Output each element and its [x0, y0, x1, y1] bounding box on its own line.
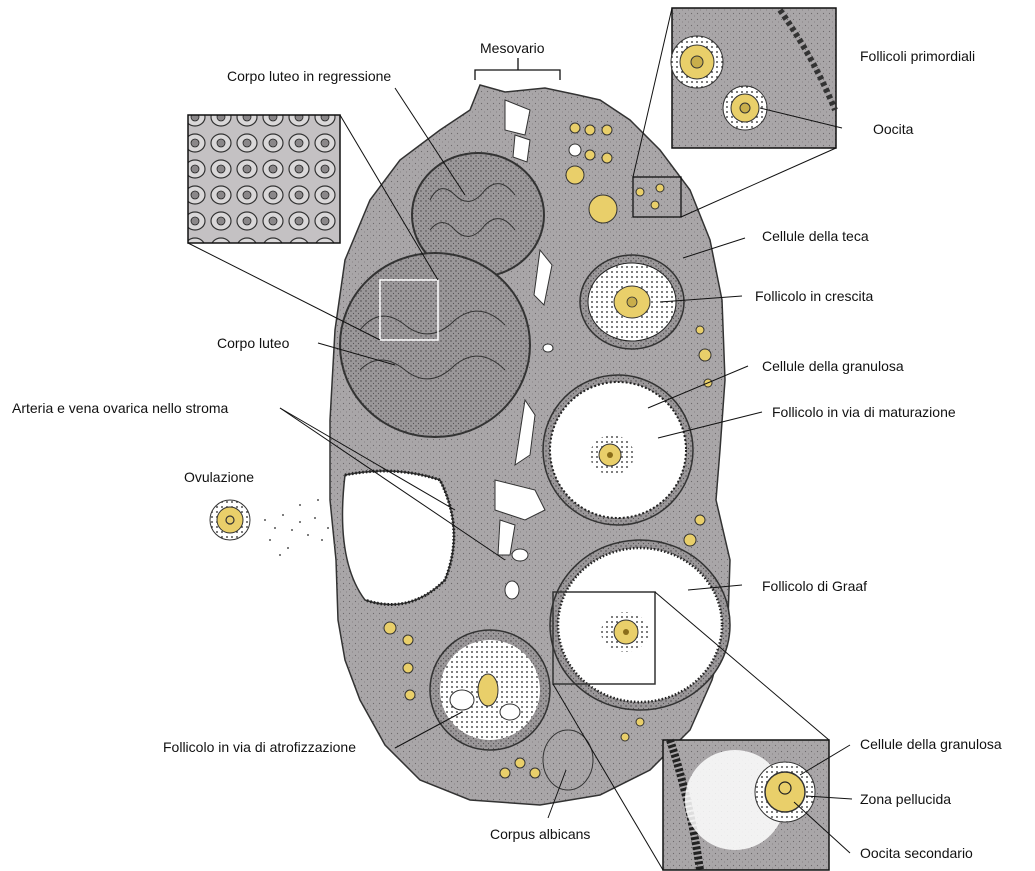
label-corpus-albicans: Corpus albicans	[490, 826, 590, 842]
ovulating-follicle	[343, 471, 454, 605]
label-granulosa-cells-inset: Cellule della granulosa	[860, 736, 1002, 752]
label-granulosa-cells: Cellule della granulosa	[762, 358, 904, 374]
label-oocyte: Oocita	[873, 121, 913, 137]
label-zona-pellucida: Zona pellucida	[860, 791, 951, 807]
ovulated-oocyte	[210, 499, 336, 556]
label-corpus-luteum: Corpo luteo	[217, 335, 289, 351]
label-regressing-corpus-luteum: Corpo luteo in regressione	[227, 68, 391, 84]
label-theca-cells: Cellule della teca	[762, 228, 869, 244]
label-ovulation: Ovulazione	[184, 469, 254, 485]
label-mesovario: Mesovario	[480, 40, 545, 56]
atretic-follicle	[430, 630, 550, 750]
label-graafian-follicle: Follicolo di Graaf	[762, 578, 867, 594]
label-primordial-follicles: Follicoli primordiali	[860, 48, 975, 64]
growing-follicle	[580, 255, 684, 349]
label-maturing-follicle: Follicolo in via di maturazione	[772, 404, 956, 420]
label-ovarian-vessels: Arteria e vena ovarica nello stroma	[12, 400, 228, 416]
label-secondary-oocyte: Oocita secondario	[860, 845, 973, 861]
corpus-luteum	[340, 253, 530, 437]
maturing-follicle	[543, 375, 693, 525]
graafian-follicle	[550, 540, 730, 710]
mesovario-bracket	[475, 58, 560, 80]
label-growing-follicle: Follicolo in crescita	[755, 288, 873, 304]
label-atretic-follicle: Follicolo in via di atrofizzazione	[163, 739, 356, 755]
